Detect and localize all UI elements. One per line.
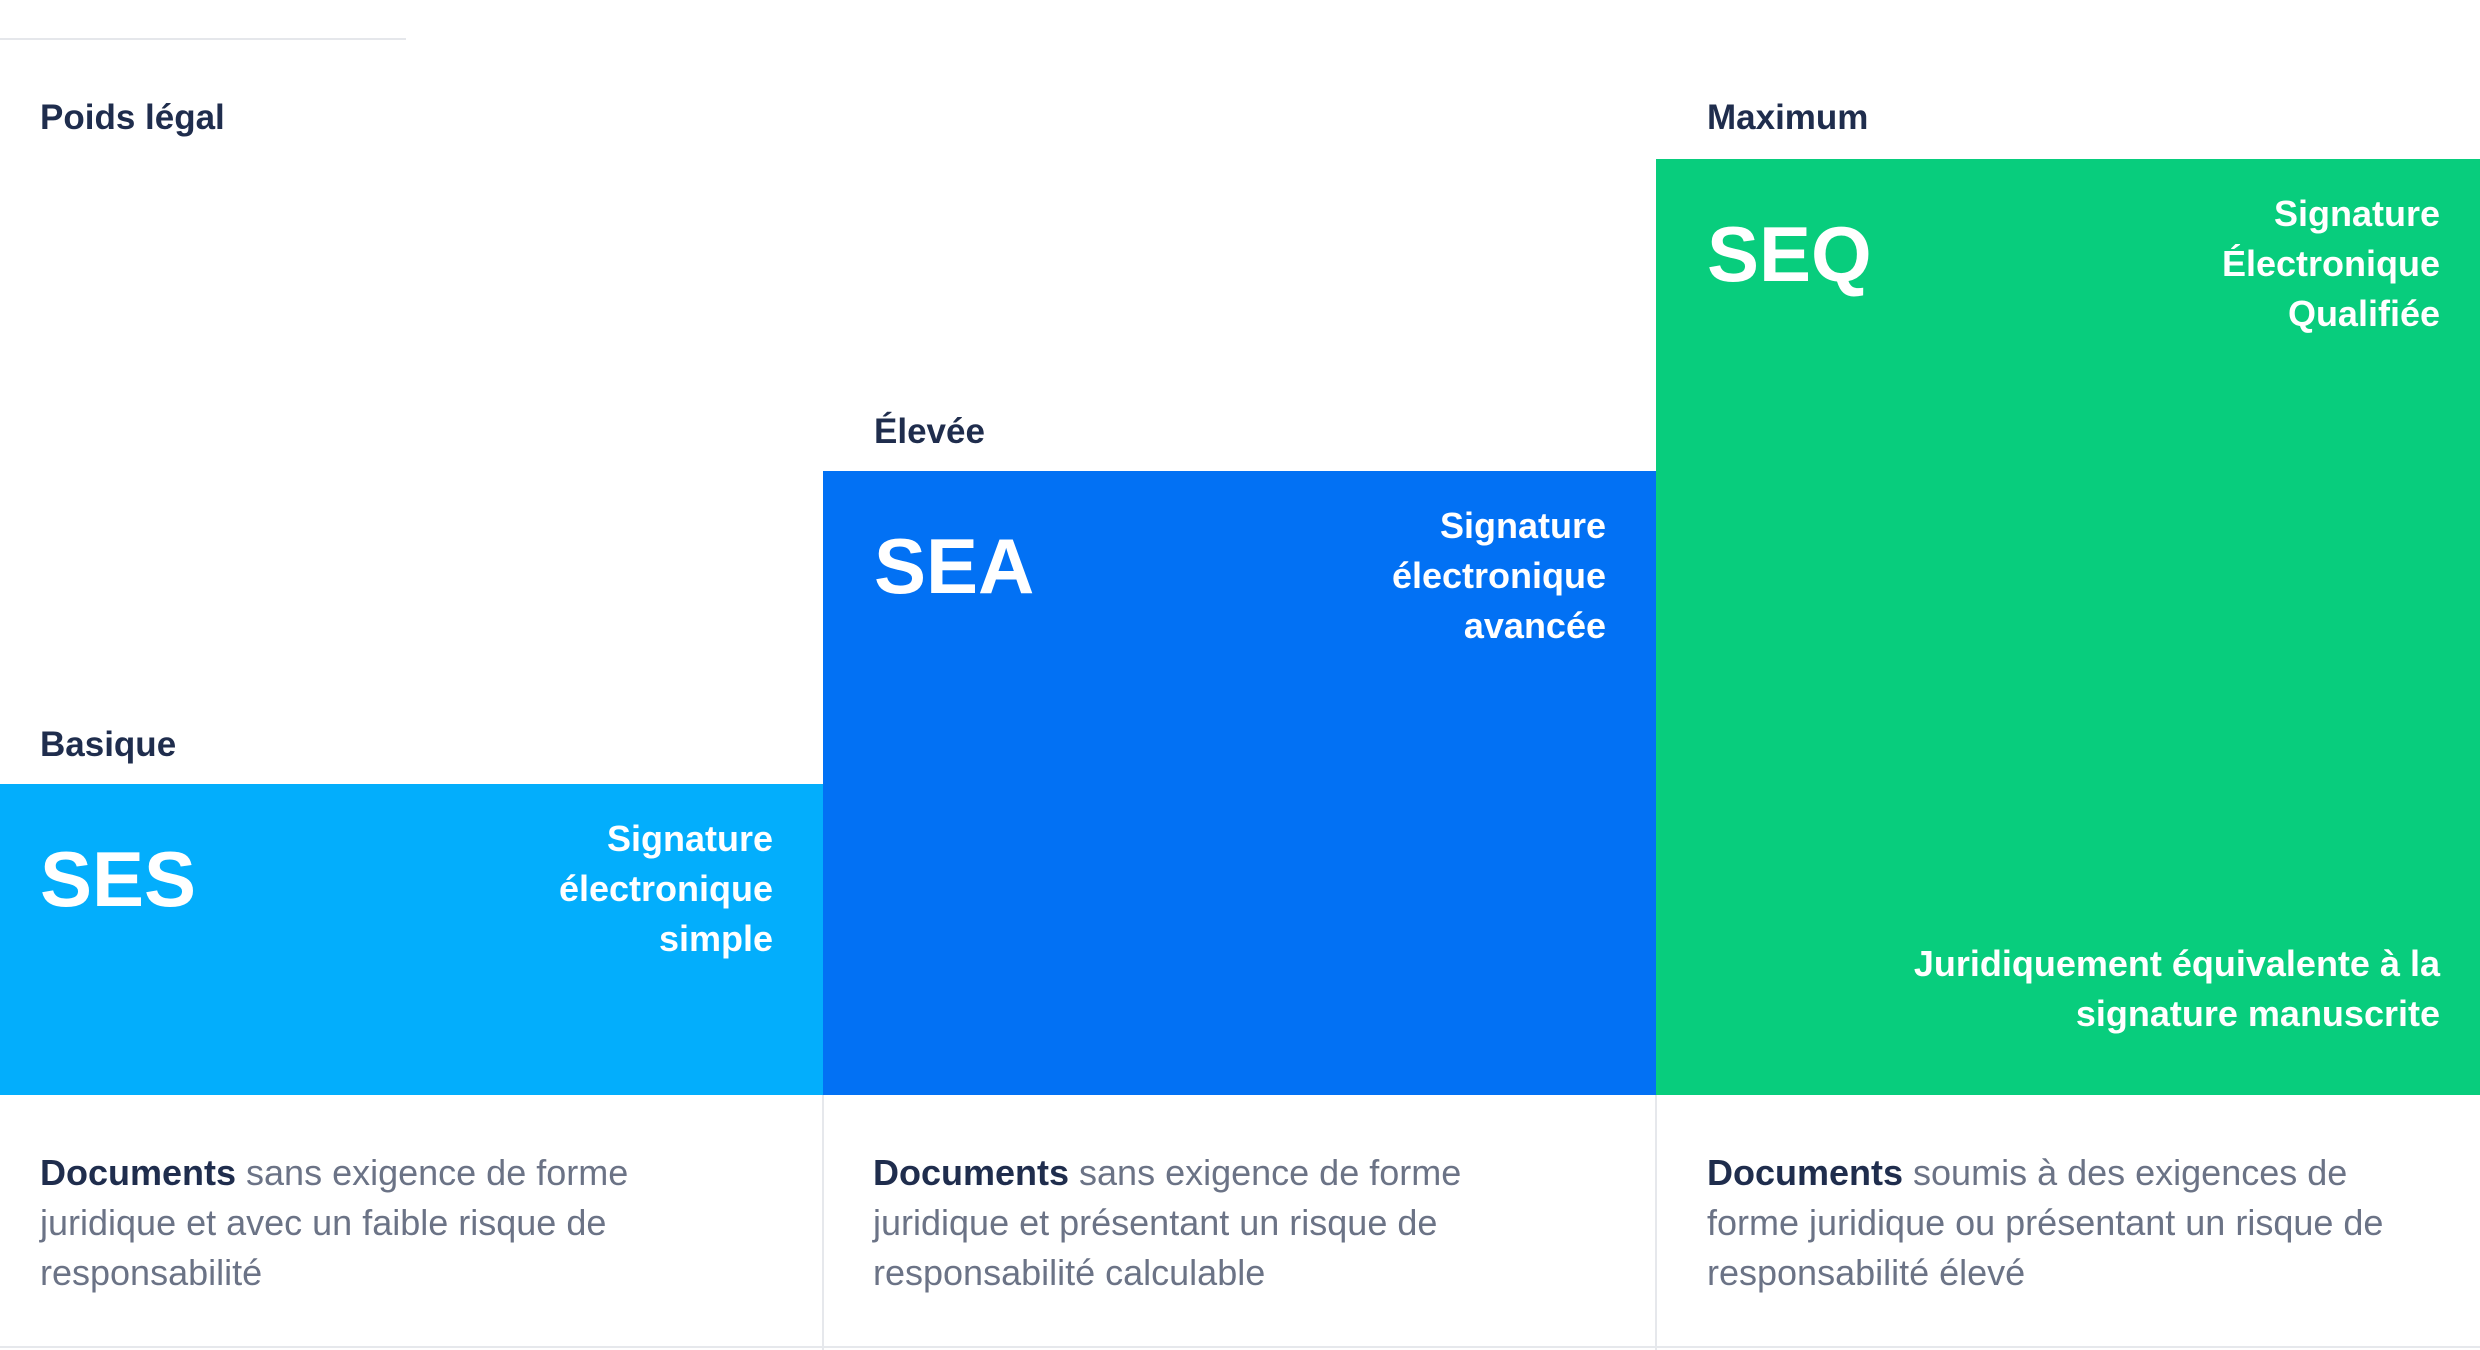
ses-name-line-3: simple [658, 918, 773, 959]
seq-abbreviation: SEQ [1707, 210, 1872, 298]
seq-description-text: soumis à des exigences de forme juridiqu… [1707, 1152, 2384, 1293]
level-label-maximum: Maximum [1707, 98, 1869, 137]
seq-legal-note: Juridiquement équivalente à la signature… [1914, 939, 2440, 1039]
ses-description: Documents sans exigence de forme juridiq… [40, 1148, 740, 1298]
seq-name-line-3: Qualifiée [2287, 293, 2440, 334]
sea-full-name: Signature électronique avancée [1392, 501, 1606, 651]
seq-note-line-1: Juridiquement équivalente à la [1913, 943, 2440, 984]
level-label-basique: Basique [40, 725, 177, 764]
seq-full-name: Signature Électronique Qualifiée [2222, 189, 2440, 339]
seq-note-line-2: signature manuscrite [2075, 993, 2440, 1034]
seq-block: SEQ Signature Électronique Qualifiée Jur… [1656, 159, 2480, 1095]
seq-description-lead: Documents [1707, 1152, 1904, 1193]
bottom-divider [0, 1346, 2480, 1348]
ses-description-lead: Documents [40, 1152, 237, 1193]
sea-name-line-1: Signature [1439, 505, 1606, 546]
sea-abbreviation: SEA [874, 522, 1035, 610]
sea-name-line-3: avancée [1463, 605, 1606, 646]
top-divider [0, 38, 406, 40]
ses-block: SES Signature électronique simple [0, 784, 823, 1095]
axis-label: Poids légal [40, 98, 225, 137]
seq-name-line-1: Signature [2273, 193, 2440, 234]
sea-description-text: sans exigence de forme juridique et prés… [873, 1152, 1462, 1293]
seq-name-line-2: Électronique [2221, 243, 2440, 284]
ses-name-line-2: électronique [558, 868, 773, 909]
sea-description: Documents sans exigence de forme juridiq… [873, 1148, 1573, 1298]
sea-description-lead: Documents [873, 1152, 1070, 1193]
ses-description-text: sans exigence de forme juridique et avec… [40, 1152, 629, 1293]
ses-name-line-1: Signature [606, 818, 773, 859]
level-label-elevee: Élevée [874, 412, 985, 451]
column-divider-2 [1655, 1095, 1657, 1350]
seq-description: Documents soumis à des exigences de form… [1707, 1148, 2427, 1298]
column-divider-1 [822, 1095, 824, 1350]
ses-abbreviation: SES [40, 835, 197, 923]
ses-full-name: Signature électronique simple [559, 814, 773, 964]
sea-name-line-2: électronique [1391, 555, 1606, 596]
sea-block: SEA Signature électronique avancée [823, 471, 1656, 1095]
